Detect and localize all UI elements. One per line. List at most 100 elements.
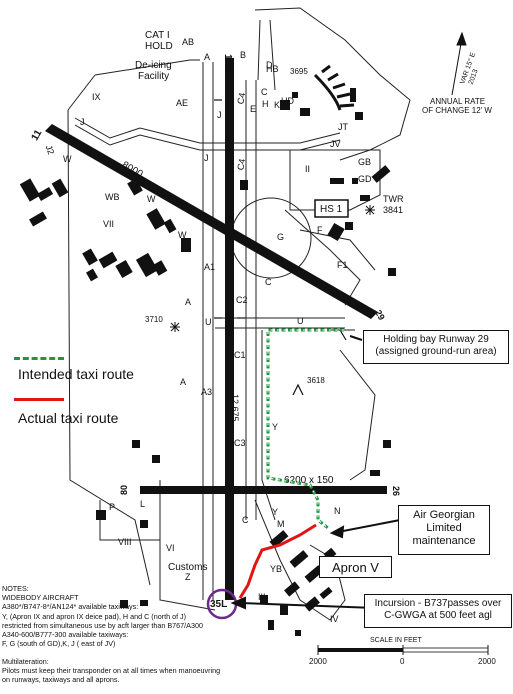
- var-year: 2013: [468, 68, 480, 85]
- twy-C1: C1: [234, 350, 246, 360]
- obstacle-icon: [292, 383, 304, 396]
- north-arrow-icon: [451, 31, 467, 96]
- twy-A-m: A: [185, 297, 191, 307]
- twy-D: D: [266, 60, 273, 70]
- twy-K: K: [274, 100, 280, 110]
- twy-W3: W: [178, 230, 187, 240]
- scale-title: SCALE IN FEET: [370, 637, 422, 644]
- legend-actual-swatch: [14, 398, 64, 401]
- twy-C2: C2: [236, 295, 248, 305]
- notes-line-5: F, G (south of GD),K, J ( east of JV): [2, 639, 116, 649]
- twy-J2: J2: [44, 144, 57, 156]
- twy-U-e: U: [297, 316, 304, 326]
- notes-line-1: A380*/B747-8*/AN124* available taxiways:: [2, 602, 139, 612]
- legend-actual-label: Actual taxi route: [18, 410, 119, 426]
- notes-line-2: Y, (Apron IX and apron IX deice pad), H …: [2, 611, 187, 621]
- twy-J-w: J: [80, 117, 85, 127]
- hold-bars: [214, 99, 347, 341]
- scale-bar: SCALE IN FEET 2000 0 2000: [309, 637, 496, 666]
- twy-A1: A1: [204, 262, 215, 272]
- notes-line-4: A340-600/B777-300 available taxiways:: [2, 630, 129, 640]
- twy-JV: JV: [330, 139, 341, 149]
- hs1-box: [314, 199, 349, 218]
- twy-YB: YB: [270, 564, 282, 574]
- apron-v-callout: Apron V: [319, 556, 392, 578]
- runway-35l-label: 35L: [210, 599, 227, 610]
- twy-IX: IX: [92, 92, 101, 102]
- scale-mid: 0: [400, 657, 405, 666]
- elev-3618: 3618: [307, 376, 325, 385]
- runways: [45, 58, 387, 600]
- notes-mlat-title: Multilateration:: [2, 656, 49, 666]
- twy-C-m: C: [265, 277, 272, 287]
- twy-F1: F1: [337, 260, 348, 270]
- intended-taxi-route: [266, 328, 344, 530]
- twy-W1: W: [63, 154, 72, 164]
- runway-12675-length: 12,675: [230, 394, 240, 422]
- runway-17r-35l: [225, 58, 234, 600]
- twy-G: G: [277, 232, 284, 242]
- twy-M: M: [277, 519, 285, 529]
- incursion-callout: Incursion - B737passes over C-GWGA at 50…: [364, 594, 512, 628]
- twy-H: H: [262, 99, 269, 109]
- legend-intended-swatch: [14, 357, 64, 360]
- twy-AB: AB: [182, 37, 194, 47]
- twy-IV: IV: [330, 614, 339, 624]
- twy-HD: HD: [281, 96, 294, 106]
- notes-widebody-title: WIDEBODY AIRCRAFT: [2, 593, 79, 603]
- buildings: [19, 88, 396, 636]
- actual-taxi-route: [238, 523, 317, 599]
- twy-HB: HB: [266, 64, 279, 74]
- notes-mlat-1: Pilots must keep their transponder on at…: [2, 665, 221, 675]
- twy-C5: C4: [235, 92, 247, 105]
- twy-GD: GD: [358, 174, 372, 184]
- twy-WB: WB: [105, 192, 120, 202]
- runway-29-label: 29: [373, 308, 387, 322]
- customs-label: Customs: [168, 562, 207, 573]
- runway-26-label: 26: [391, 486, 401, 496]
- runway-08-label: 80: [119, 485, 129, 495]
- hs1-label: HS 1: [320, 204, 343, 215]
- tower-icon: [365, 205, 375, 215]
- twy-C3: C3: [234, 438, 246, 448]
- taxiway-network: [67, 7, 411, 621]
- twy-Y-s: Y: [272, 507, 278, 517]
- twy-Y: Y: [272, 422, 278, 432]
- twy-W2: W: [147, 194, 156, 204]
- twy-P: P: [109, 502, 115, 512]
- twy-III: III: [258, 592, 266, 602]
- notes-mlat-2: on runways, taxiways and all aprons.: [2, 674, 120, 684]
- apron-ne-arc: [313, 64, 355, 111]
- elev-3710: 3710: [145, 315, 163, 324]
- twy-C: C: [261, 87, 268, 97]
- twy-A-s: A: [180, 377, 186, 387]
- twy-E: E: [250, 104, 256, 114]
- holding-bay-callout: Holding bay Runway 29 (assigned ground-r…: [363, 330, 509, 364]
- scale-right: 2000: [478, 657, 496, 666]
- twy-JT: JT: [338, 122, 349, 132]
- air-georgian-callout: Air Georgian Limited maintenance: [398, 505, 490, 555]
- twy-VII: VII: [103, 219, 114, 229]
- twr-elev: 3841: [383, 205, 403, 215]
- twy-II: II: [305, 164, 310, 174]
- twy-AE: AE: [176, 98, 188, 108]
- notes-line-3: restricted from simultaneous use by acft…: [2, 620, 203, 630]
- taxiway-labels: A AB A1 A3 A A B C C C C4 C4 C2 C1 C3 D …: [44, 37, 372, 624]
- beacon-icon: [170, 322, 180, 332]
- twy-J-c: J: [204, 153, 209, 163]
- twy-L: L: [140, 499, 145, 509]
- runway-17r-label: 17R: [222, 54, 233, 73]
- twr-label: TWR: [383, 194, 404, 204]
- twy-Z: Z: [185, 572, 191, 582]
- scale-left: 2000: [309, 657, 327, 666]
- legend-intended-label: Intended taxi route: [18, 366, 134, 382]
- twy-F: F: [317, 225, 323, 235]
- intended-taxi-route-white: [267, 329, 344, 529]
- runway-11-label: 11: [30, 128, 45, 143]
- twy-U-w: U: [205, 317, 212, 327]
- twy-N: N: [334, 506, 341, 516]
